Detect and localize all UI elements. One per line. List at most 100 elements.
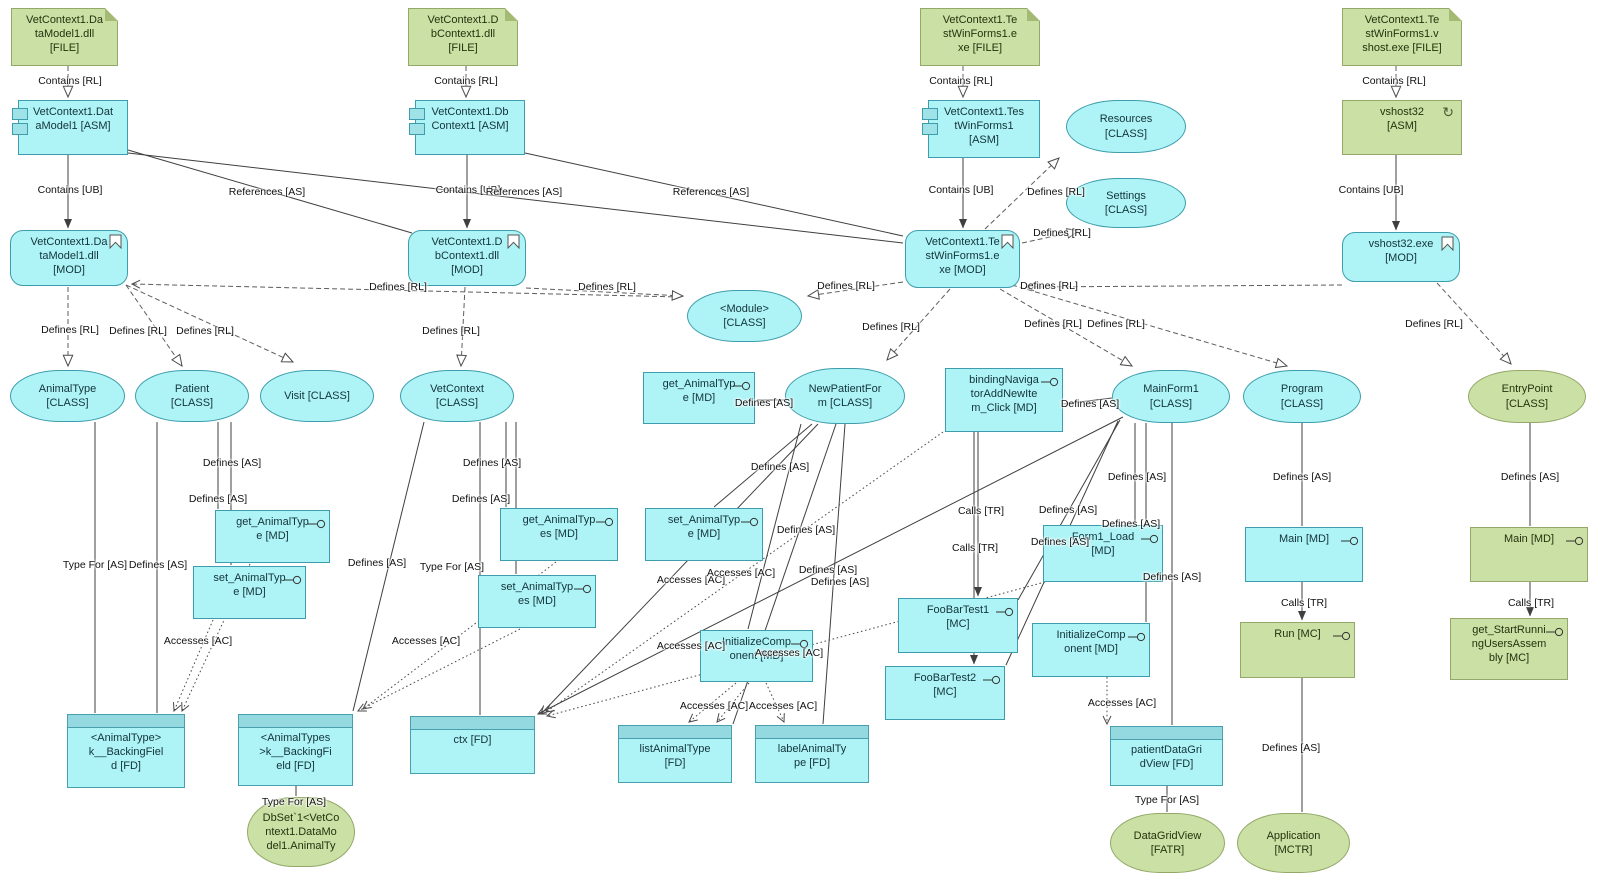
node-label: DataGridView [FATR] <box>1133 829 1202 856</box>
edge-solid <box>822 423 846 725</box>
node-class-program[interactable]: Program [CLASS] <box>1243 370 1361 423</box>
node-label: <AnimalTypes >k__BackingFi eld [FD] <box>259 732 332 773</box>
node-fd-listanimaltype[interactable]: listAnimalType [FD] <box>618 725 732 783</box>
edge-label: Defines [AS] <box>1030 536 1090 548</box>
edge-dashed <box>1024 282 1343 292</box>
node-label: set_AnimalTyp e [MD] <box>213 572 286 599</box>
edge-solid <box>127 149 413 234</box>
edge-solid <box>713 423 813 508</box>
node-class-datagridview[interactable]: DataGridView [FATR] <box>1110 813 1225 873</box>
edge-label: Defines [AS] <box>202 457 262 469</box>
node-mc-foobartest1[interactable]: FooBarTest1 [MC] <box>898 598 1018 653</box>
node-class-dbset[interactable]: DbSet`1<VetCo ntext1.DataMo del1.AnimalT… <box>247 797 355 867</box>
node-class-mainform1[interactable]: MainForm1 [CLASS] <box>1112 370 1230 423</box>
node-label: Patient [CLASS] <box>170 382 214 409</box>
node-class-animaltype[interactable]: AnimalType [CLASS] <box>10 370 125 422</box>
edge-label: Defines [RL] <box>817 280 875 292</box>
lollipop-icon <box>1333 631 1351 645</box>
node-label: labelAnimalTy pe [FD] <box>777 743 847 770</box>
edge-label: Defines [AS] <box>1107 471 1167 483</box>
node-md-initializecomponent-mainform[interactable]: InitializeComp onent [MD] <box>1032 623 1150 677</box>
node-fd-animaltype-backingfield[interactable]: <AnimalType> k__BackingFiel d [FD] <box>67 714 185 788</box>
node-md-initializecomponent-npf[interactable]: InitializeComp onent [MD] <box>700 630 813 682</box>
edge-label: Calls [TR] <box>1507 597 1555 609</box>
node-md-get-animaltype[interactable]: get_AnimalTyp e [MD] <box>215 510 330 563</box>
node-mod-datamodel1-dll[interactable]: VetContext1.Da taModel1.dll [MOD] <box>10 230 128 286</box>
node-md-main-entrypoint[interactable]: Main [MD] <box>1470 527 1588 582</box>
node-file-datamodel1-dll[interactable]: VetContext1.Da taModel1.dll [FILE] <box>11 8 118 66</box>
node-md-set-animaltype[interactable]: set_AnimalTyp e [MD] <box>193 566 306 619</box>
node-mod-vshost32-exe[interactable]: vshost32.exe [MOD] <box>1342 232 1460 282</box>
node-asm-vshost32[interactable]: vshost32 [ASM]↻ <box>1342 100 1462 155</box>
edge-solid <box>127 152 904 244</box>
edge-dotted <box>765 682 785 724</box>
edge-dashed <box>525 287 685 301</box>
edge-dashed <box>1021 228 1080 244</box>
node-class-resources[interactable]: Resources [CLASS] <box>1066 100 1186 153</box>
edge-label: Defines [RL] <box>862 321 920 333</box>
edge-dashed <box>125 284 183 368</box>
node-asm-datamodel1[interactable]: VetContext1.Dat aModel1 [ASM] <box>12 100 128 155</box>
node-mc-run[interactable]: Run [MC] <box>1240 622 1355 678</box>
node-class-vetcontext[interactable]: VetContext [CLASS] <box>400 370 514 422</box>
node-class-newpatientform[interactable]: NewPatientFor m [CLASS] <box>785 368 905 424</box>
node-mod-dbcontext1-dll[interactable]: VetContext1.D bContext1.dll [MOD] <box>408 230 526 286</box>
component-tab-icon <box>409 108 425 120</box>
node-class-settings[interactable]: Settings [CLASS] <box>1066 178 1186 228</box>
node-class-entrypoint[interactable]: EntryPoint [CLASS] <box>1468 370 1586 423</box>
edge-label: Defines [RL] <box>1027 186 1085 198</box>
edge-label: Contains [UB] <box>37 184 103 196</box>
node-asm-testwinforms1[interactable]: VetContext1.Tes tWinForms1 [ASM] <box>922 100 1040 158</box>
node-class-application[interactable]: Application [MCTR] <box>1237 813 1350 873</box>
node-label: VetContext1.Te stWinForms1.e xe [MOD] <box>925 236 1000 277</box>
node-label: set_AnimalTyp es [MD] <box>500 581 574 608</box>
node-md-form1-load[interactable]: Form1_Load [MD] <box>1043 525 1163 582</box>
node-md-main-program[interactable]: Main [MD] <box>1245 527 1363 582</box>
node-fd-animaltypes-backingfield[interactable]: <AnimalTypes >k__BackingFi eld [FD] <box>238 714 353 786</box>
node-asm-dbcontext1[interactable]: VetContext1.Db Context1 [ASM] <box>409 100 525 155</box>
node-mc-foobartest2[interactable]: FooBarTest2 [MC] <box>885 666 1005 720</box>
edge-label: Defines [AS] <box>1261 742 1321 754</box>
edge-label: Defines [AS] <box>347 557 407 569</box>
node-md-bindingnavigatoraddnewitem-click[interactable]: bindingNaviga torAddNewIte m_Click [MD] <box>945 368 1063 432</box>
node-md-set-animaltype-npf[interactable]: set_AnimalTyp e [MD] <box>645 508 763 561</box>
edge-dotted <box>181 563 251 713</box>
edge-label: Defines [RL] <box>1020 280 1078 292</box>
field-header-strip <box>619 726 731 739</box>
edge-label: Type For [AS] <box>62 559 128 571</box>
node-class-patient[interactable]: Patient [CLASS] <box>135 370 249 422</box>
node-fd-ctx[interactable]: ctx [FD] <box>410 716 535 774</box>
edge-dotted <box>545 581 1046 719</box>
node-md-get-animaltypes[interactable]: get_AnimalTyp es [MD] <box>500 508 618 561</box>
lollipop-icon <box>596 517 614 531</box>
edge-label: Defines [RL] <box>369 281 427 293</box>
node-label: Resources [CLASS] <box>1099 113 1153 140</box>
node-mc-get-startrunningusersassembly[interactable]: get_StartRunni ngUsersAssem bly [MC] <box>1450 618 1568 680</box>
node-fd-labelanimaltype[interactable]: labelAnimalTy pe [FD] <box>755 725 869 783</box>
lollipop-icon <box>1041 377 1059 391</box>
node-file-vshost-exe[interactable]: VetContext1.Te stWinForms1.v shost.exe [… <box>1342 8 1462 66</box>
node-mod-testwinforms1-exe[interactable]: VetContext1.Te stWinForms1.e xe [MOD] <box>905 230 1020 288</box>
edge-label: Defines [AS] <box>1060 398 1120 410</box>
node-label: VetContext1.Da taModel1.dll [MOD] <box>30 236 108 277</box>
component-tab-icon <box>922 108 938 120</box>
node-label: <Module> [CLASS] <box>720 302 769 329</box>
node-md-get-animaltype-npf[interactable]: get_AnimalTyp e [MD] <box>643 372 755 424</box>
node-md-set-animaltypes[interactable]: set_AnimalTyp es [MD] <box>478 575 596 628</box>
node-label: FooBarTest2 [MC] <box>913 672 977 699</box>
edge-label: Defines [AS] <box>1101 518 1161 530</box>
node-class-module[interactable]: <Module> [CLASS] <box>687 290 802 342</box>
node-class-visit[interactable]: Visit [CLASS] <box>260 370 374 422</box>
edge-label: Accesses [AC] <box>706 567 776 579</box>
node-file-dbcontext1-dll[interactable]: VetContext1.D bContext1.dll [FILE] <box>408 8 518 66</box>
node-label: get_AnimalTyp e [MD] <box>236 516 309 543</box>
node-fd-patientdatagridview[interactable]: patientDataGri dView [FD] <box>1110 726 1223 786</box>
folded-corner-icon <box>1027 8 1040 21</box>
edge-solid <box>352 421 425 712</box>
edge-label: Defines [AS] <box>1142 571 1202 583</box>
edge-dotted <box>688 682 737 723</box>
edge-label: Contains [UB] <box>435 184 501 196</box>
node-file-testwinforms1-exe[interactable]: VetContext1.Te stWinForms1.e xe [FILE] <box>920 8 1040 66</box>
edge-label: Defines [AS] <box>776 524 836 536</box>
component-tab-icon <box>12 108 28 120</box>
